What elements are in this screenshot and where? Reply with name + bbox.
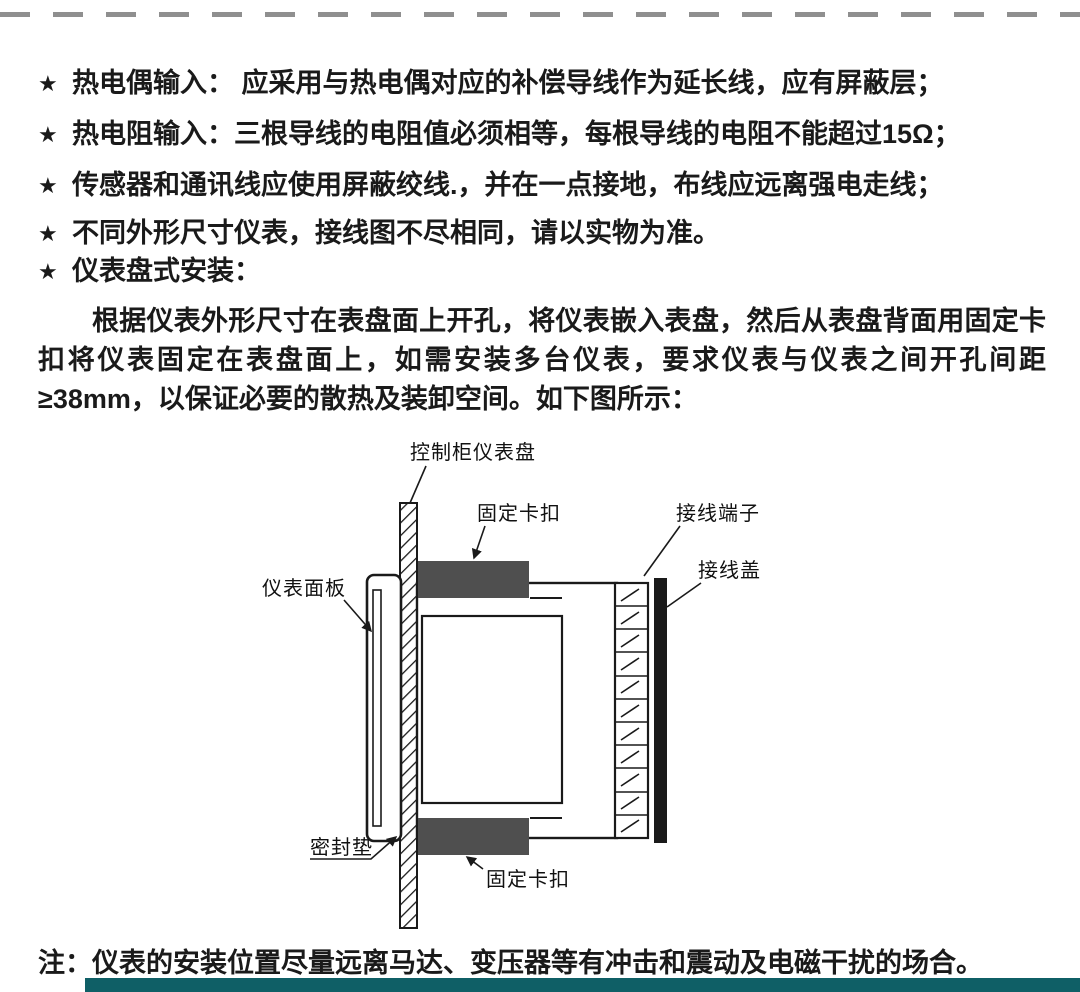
bullet-item-panel-mount: ★ 仪表盘式安装：: [38, 254, 1046, 289]
star-icon: ★: [38, 122, 58, 147]
leader-front-panel: [343, 599, 373, 633]
leader-gasket: [310, 835, 398, 860]
fixing-clamp-bottom: [417, 818, 529, 855]
leader-terminals: [643, 525, 681, 577]
bullet-text: 不同外形尺寸仪表，接线图不尽相同，请以实物为准。: [72, 218, 720, 248]
star-icon: ★: [38, 173, 58, 198]
installation-paragraph: 根据仪表外形尺寸在表盘面上开孔，将仪表嵌入表盘，然后从表盘背面用固定卡扣将仪表固…: [38, 306, 1046, 414]
label-fixing-clamp-bottom: 固定卡扣: [486, 868, 570, 891]
leader-clamp-bottom: [465, 856, 484, 870]
star-icon: ★: [38, 221, 58, 246]
fixing-clamp-top: [417, 561, 529, 598]
bullet-item-wiring-diagram: ★ 不同外形尺寸仪表，接线图不尽相同，请以实物为准。: [38, 216, 1046, 251]
top-dashed-divider: [0, 12, 1080, 17]
instrument-inner-case: [420, 614, 564, 805]
leader-cover: [666, 582, 702, 608]
label-fixing-clamp-top: 固定卡扣: [477, 502, 561, 525]
bullet-item-thermocouple: ★ 热电偶输入： 应采用与热电偶对应的补偿导线作为延长线，应有屏蔽层；: [38, 66, 1046, 101]
label-control-panel: 控制柜仪表盘: [410, 441, 536, 464]
star-icon: ★: [38, 71, 58, 96]
terminal-dividers: [615, 605, 648, 816]
bullet-text: 仪表盘式安装：: [72, 256, 261, 286]
note-text: 注：仪表的安装位置尽量远离马达、变压器等有冲击和震动及电磁干扰的场合。: [38, 948, 983, 978]
bezel-slot: [372, 589, 382, 827]
bullet-text: 热电阻输入：三根导线的电阻值必须相等，每根导线的电阻不能超过15Ω；: [72, 119, 961, 149]
bullet-item-rtd: ★ 热电阻输入：三根导线的电阻值必须相等，每根导线的电阻不能超过15Ω；: [38, 117, 1046, 152]
front-bezel: [365, 573, 403, 843]
label-terminal-cover: 接线盖: [698, 559, 761, 582]
panel-hatched: [399, 502, 418, 929]
footer-accent-bar: [85, 978, 1080, 992]
leader-clamp-top: [471, 525, 486, 560]
bullet-text: 热电偶输入： 应采用与热电偶对应的补偿导线作为延长线，应有屏蔽层；: [72, 68, 944, 98]
leader-panel: [409, 465, 427, 504]
label-gasket: 密封垫: [310, 836, 373, 859]
bullet-item-shielded-wire: ★ 传感器和通讯线应使用屏蔽绞线.，并在一点接地，布线应远离强电走线；: [38, 168, 1046, 203]
label-front-panel: 仪表面板: [262, 577, 346, 600]
installation-diagram: 控制柜仪表盘 固定卡扣 接线端子 接线盖 仪表面板 密封垫 固定卡扣: [262, 441, 761, 929]
manual-text-block: ★ 热电偶输入： 应采用与热电偶对应的补偿导线作为延长线，应有屏蔽层； ★ 热电…: [38, 66, 1046, 419]
bullet-text: 传感器和通讯线应使用屏蔽绞线.，并在一点接地，布线应远离强电走线；: [72, 170, 944, 200]
star-icon: ★: [38, 259, 58, 284]
terminal-screws: [620, 588, 640, 833]
label-terminals: 接线端子: [676, 502, 760, 525]
terminal-cover: [654, 578, 667, 843]
clamp-rails: [530, 597, 562, 819]
